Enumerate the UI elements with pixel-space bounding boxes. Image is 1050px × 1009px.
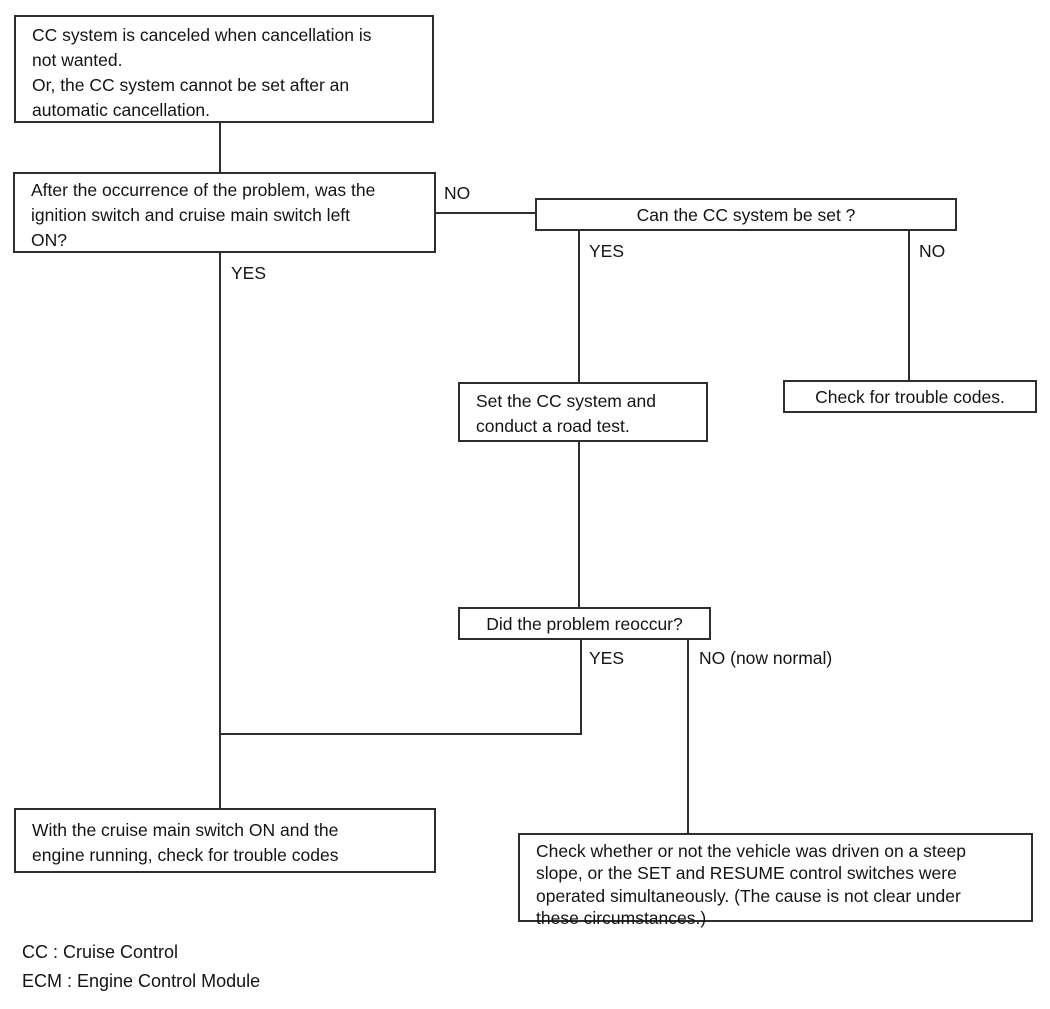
edge-yes-can-set-to-road-test: [578, 230, 580, 382]
legend-cc: CC : Cruise Control: [22, 942, 179, 962]
node-check-codes-engine-running: With the cruise main switch ON and the e…: [14, 808, 436, 873]
edge-label-yes-under-can-set: YES: [589, 241, 625, 261]
edge-label-yes-main: YES: [231, 263, 267, 283]
node-problem-reoccur-question: Did the problem reoccur?: [458, 607, 711, 640]
edge-problem-to-ignition-question: [219, 122, 221, 172]
edge-label-no-to-can-set: NO: [444, 183, 471, 203]
edge-no-to-can-set: [436, 212, 535, 214]
edge-label-yes-under-reoccur: YES: [589, 648, 625, 668]
edge-label-no-under-reoccur: NO (now normal): [699, 648, 833, 668]
edge-road-test-to-reoccur: [578, 442, 580, 607]
node-set-cc-road-test: Set the CC system and conduct a road tes…: [458, 382, 708, 442]
edge-label-no-under-can-set: NO: [919, 241, 946, 261]
edge-no-can-set-to-check-codes: [908, 230, 910, 380]
edge-yes-main-vertical: [219, 253, 221, 808]
edge-yes-reoccur-merge: [219, 733, 582, 735]
node-can-cc-be-set-question: Can the CC system be set ?: [535, 198, 957, 231]
legend-ecm: ECM : Engine Control Module: [22, 971, 261, 991]
node-check-trouble-codes: Check for trouble codes.: [783, 380, 1037, 413]
node-problem-statement: CC system is canceled when cancellation …: [14, 15, 434, 123]
edge-no-reoccur-to-steep-slope: [687, 640, 689, 833]
node-ignition-switch-question: After the occurrence of the problem, was…: [13, 172, 436, 253]
edge-yes-reoccur-down: [580, 640, 582, 735]
node-check-steep-slope: Check whether or not the vehicle was dri…: [518, 833, 1033, 928]
